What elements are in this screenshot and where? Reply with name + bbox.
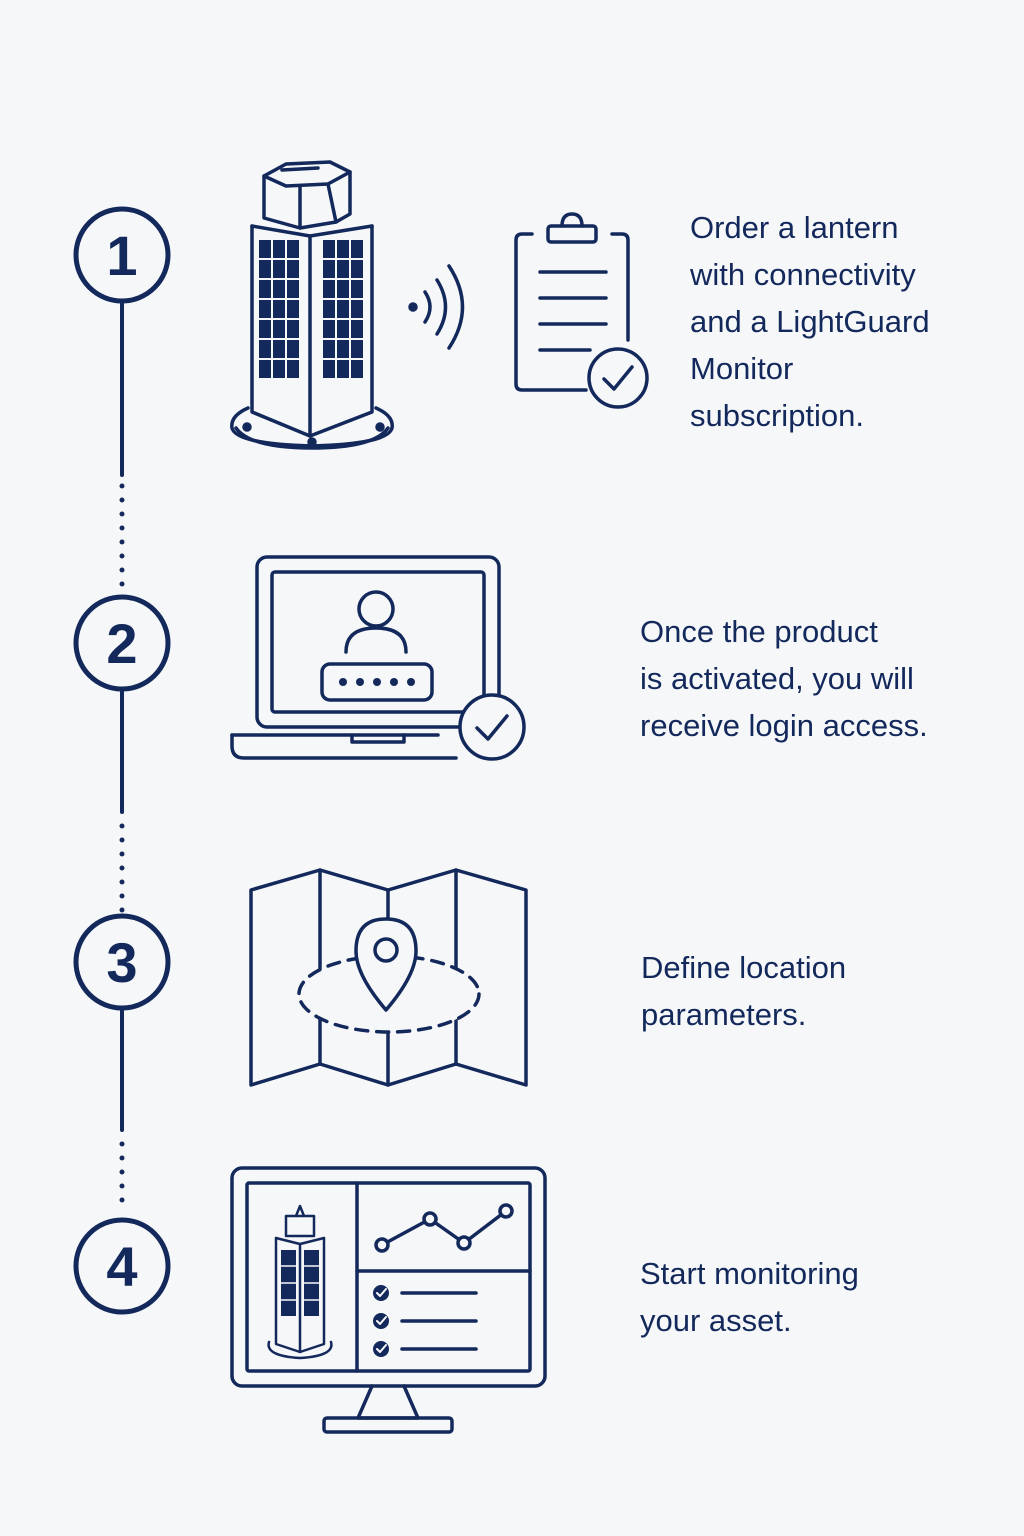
clipboard-check-icon (514, 212, 649, 409)
step-2-line: Once the product (640, 614, 878, 649)
step-3-description: Define location parameters. (641, 944, 846, 1038)
step-4-line: Start monitoring (640, 1256, 859, 1291)
step-2-line: receive login access. (640, 708, 928, 743)
step-4-line: your asset. (640, 1303, 792, 1338)
step-2-line: is activated, you will (640, 661, 914, 696)
step-1-line: Order a lantern (690, 210, 899, 245)
step-1-badge: 1 (73, 206, 171, 304)
map-pin-geofence-icon (249, 868, 528, 1087)
step-3-number: 3 (106, 931, 137, 994)
step-1-line: subscription. (690, 398, 865, 433)
step-1-line: Monitor (690, 351, 794, 386)
step-4-badge: 4 (73, 1217, 171, 1315)
solar-lantern-icon (230, 160, 394, 450)
wireless-signal-icon (408, 264, 465, 350)
step-1-number: 1 (106, 224, 137, 287)
step-4-number: 4 (106, 1235, 137, 1298)
step-1-line: with connectivity (690, 257, 916, 292)
step-1-line: and a LightGuard (690, 304, 930, 339)
monitor-dashboard-icon (230, 1166, 547, 1434)
step-1-description: Order a lantern with connectivity and a … (690, 204, 930, 439)
step-2-description: Once the product is activated, you will … (640, 608, 928, 749)
step-4-description: Start monitoring your asset. (640, 1250, 859, 1344)
step-3-line: Define location (641, 950, 847, 985)
step-3-line: parameters. (641, 997, 807, 1032)
step-2-number: 2 (106, 612, 137, 675)
check-circle-icon (458, 693, 526, 761)
laptop-login-icon (230, 555, 501, 760)
step-2-badge: 2 (73, 594, 171, 692)
step-3-badge: 3 (73, 913, 171, 1011)
